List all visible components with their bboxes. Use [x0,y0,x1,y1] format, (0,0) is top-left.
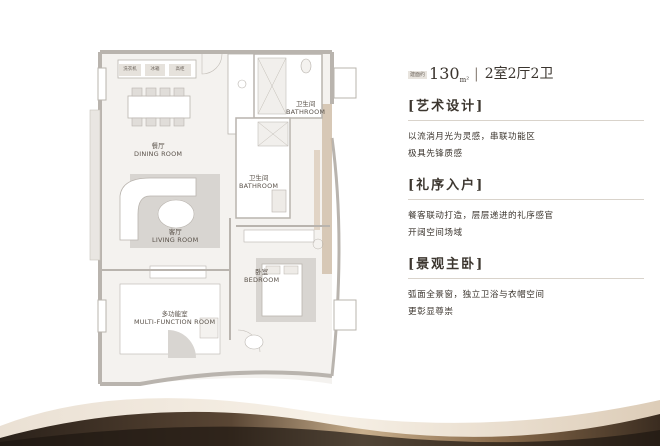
dining-room-cn: 餐厅 [151,142,165,150]
floor-plan [89,50,357,386]
multi-function-room-label: 多功能室 MULTI-FUNCTION ROOM [134,310,215,326]
section-divider [408,199,644,200]
bathroom-1-cn: 卫生间 [295,100,316,108]
bathroom-1-en: BATHROOM [286,108,326,116]
section-line: 弧面全景窗，独立卫浴与衣帽空间 [408,290,545,300]
area-unit: m² [459,76,470,84]
living-room-en: LIVING ROOM [152,236,199,244]
cabinet-tag: 高柜 [169,64,191,76]
washer-tag: 洗衣机 [119,64,141,76]
area-value: 130 [429,64,460,83]
bedroom-en: BEDROOM [244,276,280,284]
section-line: 餐客联动打造，层层递进的礼序感官 [408,211,554,221]
section-title: [艺术设计] [408,99,485,114]
section-line: 极具先锋质感 [408,149,463,159]
info-panel: 建面约 130 m² | 2室2厅2卫 [艺术设计] 以流淌月光为灵感，串联功能… [408,58,648,321]
spec-divider: | [474,66,479,82]
multi-function-room-en: MULTI-FUNCTION ROOM [134,318,216,326]
section-line: 更彰显尊崇 [408,307,454,317]
section-divider [408,120,644,121]
multi-function-room-cn: 多功能室 [161,310,188,318]
section-landscape-bedroom: [景观主卧] 弧面全景窗，独立卫浴与衣帽空间 更彰显尊崇 [408,256,648,321]
bedroom-cn: 卧室 [255,268,269,276]
fridge-tag: 冰箱 [145,64,165,76]
spec-line: 建面约 130 m² | 2室2厅2卫 [408,58,648,84]
layout-type: 2室2厅2卫 [484,66,554,82]
bathroom-2-label: 卫生间 BATHROOM [239,174,278,190]
section-title: [景观主卧] [408,257,485,272]
bedroom-label: 卧室 BEDROOM [244,268,279,284]
bathroom-2-en: BATHROOM [239,182,279,190]
dining-room-en: DINING ROOM [134,150,183,158]
area-prefix: 建面约 [408,71,428,79]
bathroom-2-cn: 卫生间 [248,174,269,182]
section-line: 以流淌月光为灵感，串联功能区 [408,132,536,142]
section-art-design: [艺术设计] 以流淌月光为灵感，串联功能区 极具先锋质感 [408,98,648,163]
decorative-wave [0,398,660,446]
section-title: [礼序入户] [408,178,485,193]
living-room-label: 客厅 LIVING ROOM [152,228,198,244]
living-room-cn: 客厅 [168,228,182,236]
bathroom-1-label: 卫生间 BATHROOM [286,100,325,116]
section-entry-ritual: [礼序入户] 餐客联动打造，层层递进的礼序感官 开阔空间场域 [408,177,648,242]
dining-room-label: 餐厅 DINING ROOM [134,142,182,158]
section-divider [408,278,644,279]
section-line: 开阔空间场域 [408,228,463,238]
